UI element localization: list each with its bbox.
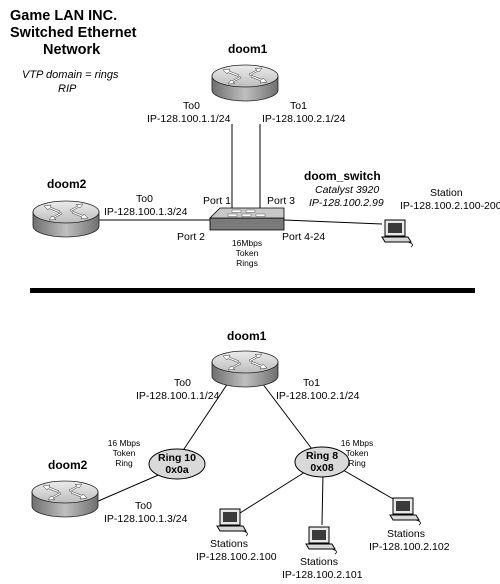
ring-10-ring: Ring xyxy=(115,458,133,468)
top-station-pc-icon xyxy=(381,219,413,248)
station-2-ip: IP-128.100.2.101 xyxy=(282,569,363,581)
switch-port1-label: Port 1 xyxy=(203,195,231,207)
bottom-doom1-to1-label: To1 xyxy=(303,377,320,389)
bottom-doom2-router-icon xyxy=(31,480,99,518)
station-2-name: Stations xyxy=(300,556,338,568)
switch-port2-label: Port 2 xyxy=(177,231,205,243)
ring-8-token: Token xyxy=(346,448,369,458)
bottom-links xyxy=(95,382,396,526)
ring-8-id: 0x08 xyxy=(310,462,334,474)
top-station-name: Station xyxy=(430,187,463,199)
station-3-pc-icon xyxy=(389,497,421,526)
switch-ip: IP-128.100.2.99 xyxy=(309,197,384,209)
switch-icon xyxy=(209,207,285,231)
switch-model: Catalyst 3920 xyxy=(315,184,379,196)
switch-tr-line1: 16Mbps xyxy=(232,238,262,248)
ring-10-speed: 16 Mbps xyxy=(108,438,141,448)
top-doom2-to0-ip: IP-128.100.1.3/24 xyxy=(104,206,188,218)
top-doom1-to0-ip: IP-128.100.1.1/24 xyxy=(147,113,231,125)
ring-10-name: Ring 10 xyxy=(158,452,196,464)
ring-10-token: Token xyxy=(113,448,136,458)
bottom-doom1-to0-label: To0 xyxy=(174,377,191,389)
vtp-domain-label: VTP domain = rings xyxy=(22,69,119,81)
ring-8-name: Ring 8 xyxy=(306,450,338,462)
station-1-name: Stations xyxy=(210,538,248,550)
bottom-doom1-router-icon xyxy=(211,350,279,388)
top-doom1-to1-label: To1 xyxy=(290,100,307,112)
title-line-2: Switched Ethernet xyxy=(10,25,137,41)
station-3-ip: IP-128.100.2.102 xyxy=(369,541,450,553)
ring-10-id: 0x0a xyxy=(165,464,189,476)
bottom-doom1-to0-ip: IP-128.100.1.1/24 xyxy=(136,390,220,402)
switch-port424-label: Port 4-24 xyxy=(282,231,325,243)
switch-name: doom_switch xyxy=(304,169,381,183)
ring-8-ring: Ring xyxy=(348,458,366,468)
bottom-doom1-to1-ip: IP-128.100.2.1/24 xyxy=(276,390,360,402)
top-doom2-name: doom2 xyxy=(47,177,87,191)
switch-tr-line3: Rings xyxy=(236,258,258,268)
top-doom1-router-icon xyxy=(211,64,279,102)
title-line-1: Game LAN INC. xyxy=(10,8,117,24)
station-1-ip: IP-128.100.2.100 xyxy=(196,551,277,563)
station-2-pc-icon xyxy=(305,526,337,555)
top-doom2-to0-label: To0 xyxy=(136,193,153,205)
station-3-name: Stations xyxy=(387,528,425,540)
top-doom2-router-icon xyxy=(32,200,100,238)
top-station-ip: IP-128.100.2.100-200 xyxy=(400,200,500,212)
switch-port3-label: Port 3 xyxy=(267,195,295,207)
top-doom1-to0-label: To0 xyxy=(183,100,200,112)
ring-8-speed: 16 Mbps xyxy=(341,438,374,448)
section-divider xyxy=(30,288,475,293)
bottom-doom1-name: doom1 xyxy=(227,329,267,343)
top-doom1-name: doom1 xyxy=(228,42,268,56)
switch-tr-line2: Token xyxy=(236,248,259,258)
bottom-doom2-to0-label: To0 xyxy=(135,500,152,512)
top-doom1-to1-ip: IP-128.100.2.1/24 xyxy=(262,113,346,125)
ring-10-ellipse xyxy=(148,448,206,480)
rip-label: RIP xyxy=(58,83,77,95)
station-1-pc-icon xyxy=(216,508,248,537)
bottom-doom2-name: doom2 xyxy=(48,458,88,472)
title-line-3: Network xyxy=(43,42,101,58)
top-links xyxy=(99,124,383,225)
ring-8-ellipse xyxy=(294,446,350,478)
bottom-doom2-to0-ip: IP-128.100.1.3/24 xyxy=(104,513,188,525)
